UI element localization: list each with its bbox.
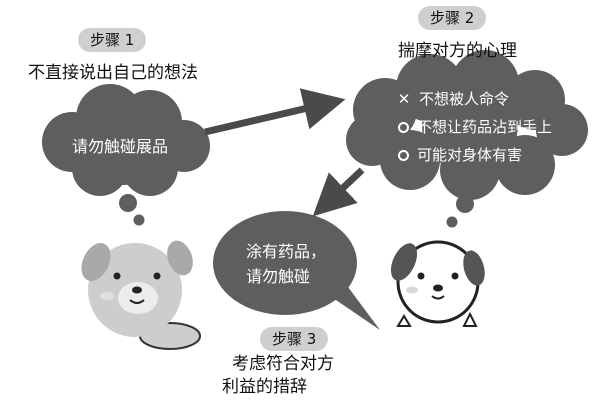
step2-item-3: 可能对身体有害 [395,144,522,166]
circle-mark-icon [398,150,409,161]
circle-mark-icon [398,122,409,133]
step3-caption-line1: 考虑符合对方 [232,354,334,374]
arrow-step2-to-step3 [312,167,365,217]
step1-caption: 不直接说出自己的想法 [28,63,198,83]
step2-item-2: 不想让药品沾到手上 [395,116,552,138]
step2-item-1: ✕ 不想被人命令 [395,88,509,110]
thought-cloud-step2 [346,50,588,228]
arrow-step1-to-step2 [204,88,346,136]
x-mark-icon: ✕ [397,90,411,108]
thought-cloud-step1 [42,84,210,226]
step3-bubble-line2: 请勿触碰 [246,267,311,286]
step2-item-3-text: 可能对身体有害 [417,146,523,164]
step1-badge: 步骤 1 [78,28,147,52]
step3-badge: 步骤 3 [260,327,329,351]
step3-bubble-line1: 涂有药品， [246,242,327,261]
step2-item-2-text: 不想让药品沾到手上 [417,118,553,136]
step2-badge: 步骤 2 [418,6,487,30]
step2-item-1-text: 不想被人命令 [419,90,510,108]
speech-bubble-step3 [213,211,380,330]
step1-bubble-text: 请勿触碰展品 [72,137,169,156]
right-dog-illustration [390,240,485,327]
step2-caption: 揣摩对方的心理 [398,41,517,61]
left-dog-illustration [81,240,201,350]
step3-caption-line2: 利益的措辞 [222,377,307,397]
